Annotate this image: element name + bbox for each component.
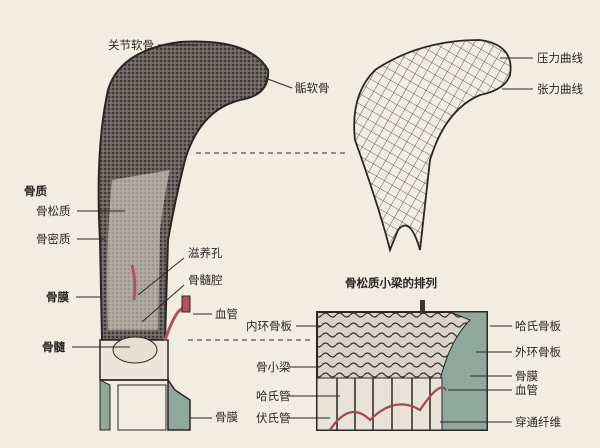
label-articular-cartilage: 关节软骨 <box>108 38 154 52</box>
label-periosteum: 骨膜 <box>46 290 69 304</box>
label-compression-curve: 压力曲线 <box>537 51 583 65</box>
label-outer-lamellae: 外环骨板 <box>515 345 561 359</box>
label-compact-bone: 骨密质 <box>36 232 71 246</box>
detail-block-drawing <box>316 300 488 431</box>
label-bone-marrow: 骨髓 <box>42 340 65 354</box>
label-haversian-lamellae: 哈氏骨板 <box>515 319 561 333</box>
label-trabecula: 骨小梁 <box>256 360 291 374</box>
label-inner-lamellae: 内环骨板 <box>246 319 292 333</box>
label-detail-periosteum: 骨膜 <box>515 369 538 383</box>
label-nutrient-foramen: 滋养孔 <box>188 246 223 260</box>
leader-lines <box>72 44 533 423</box>
label-spongy-bone: 骨松质 <box>36 204 71 218</box>
label-volkmann-canal: 伏氏管 <box>256 411 291 425</box>
label-tension-curve: 张力曲线 <box>537 82 583 96</box>
label-bone-substance: 骨质 <box>24 184 47 198</box>
label-periosteum-bottom: 骨膜 <box>215 410 238 424</box>
label-detail-blood-vessel: 血管 <box>515 383 538 397</box>
label-epiphyseal-cartilage: 骺软骨 <box>295 81 330 95</box>
trajectory-drawing <box>353 39 512 253</box>
detail-title: 骨松质小梁的排列 <box>345 276 437 290</box>
label-medullary-cavity: 骨髓腔 <box>188 273 223 287</box>
label-perforating-fibers: 穿通纤维 <box>515 415 561 429</box>
femur-drawing <box>97 40 270 431</box>
label-haversian-canal: 哈氏管 <box>256 389 291 403</box>
label-blood-vessel: 血管 <box>215 307 238 321</box>
